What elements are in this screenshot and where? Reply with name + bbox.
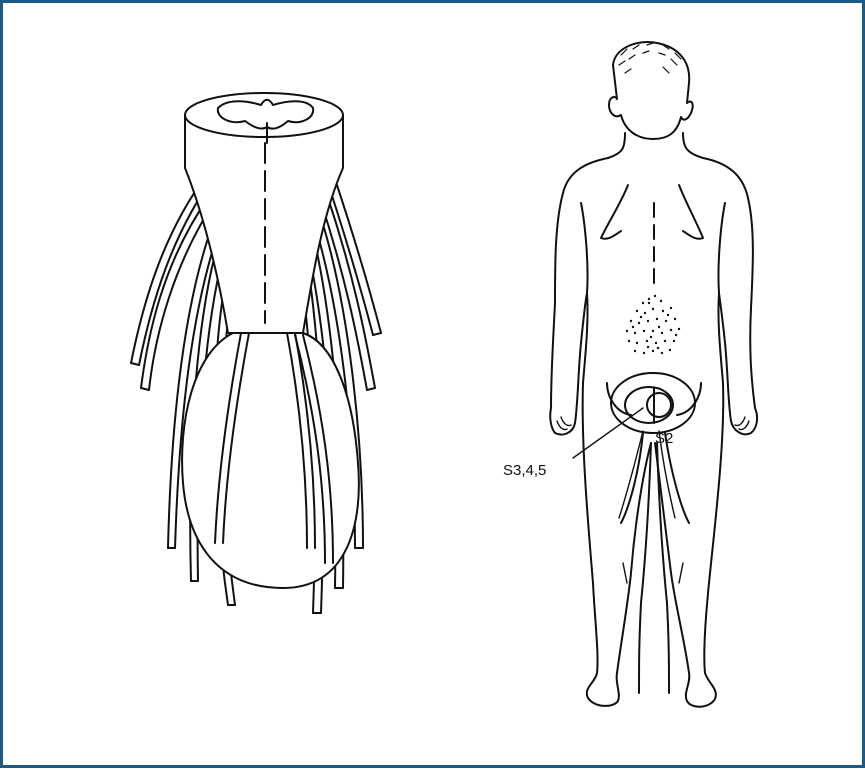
posterior-body-dermatome-map	[550, 42, 757, 707]
left-scapula	[601, 185, 628, 239]
left-hand-fingers	[557, 417, 571, 430]
right-hand-fingers	[735, 417, 749, 430]
right-arm-inner	[718, 203, 725, 293]
diagram-canvas: S3,4,5 S2	[3, 3, 865, 771]
knee-left	[623, 563, 627, 583]
dermatome-s4-ring	[625, 387, 673, 423]
dermatome-s5-ring	[647, 393, 671, 417]
cauda-equina-illustration	[131, 93, 381, 613]
cord-cross-section	[185, 93, 343, 137]
leg-gap-left	[639, 443, 651, 693]
lumbar-stipple-region	[626, 295, 680, 354]
right-scapula	[679, 185, 703, 239]
label-s2: S2	[655, 430, 673, 447]
head-outline	[609, 42, 693, 139]
label-s3-4-5: S3,4,5	[503, 462, 546, 479]
body-outline-right	[655, 133, 757, 707]
left-arm-inner	[581, 203, 588, 293]
knee-right	[679, 563, 683, 583]
